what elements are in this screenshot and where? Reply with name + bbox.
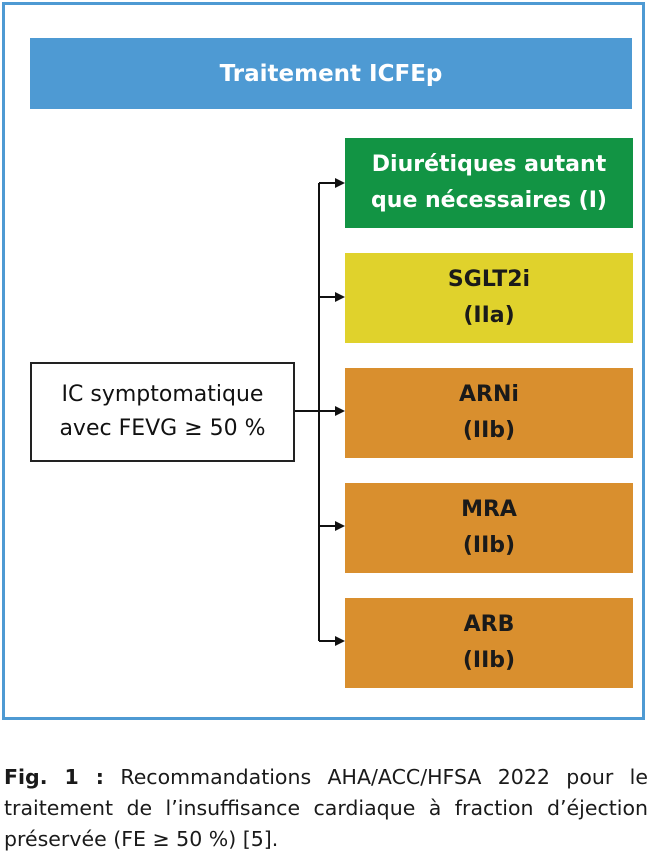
- treatment-name: MRA: [461, 497, 517, 522]
- source-line-2: avec FEVG ≥ 50 %: [59, 416, 266, 441]
- connector-lines: [295, 178, 345, 646]
- treatment-name: SGLT2i: [447, 267, 531, 292]
- diagram-title: Traitement ICFEp: [30, 38, 632, 109]
- treatment-arni: ARNi (IIb): [345, 368, 633, 458]
- figure-frame: [2, 2, 645, 720]
- treatment-diuretics: Diurétiques autant que nécessaires (I): [345, 138, 633, 228]
- treatment-mra: MRA (IIb): [345, 483, 633, 573]
- caption-label: Fig. 1 :: [4, 765, 104, 789]
- caption-text: Recommandations AHA/ACC/HFSA 2022 pour l…: [4, 765, 648, 851]
- treatment-class: que nécessaires (I): [371, 188, 607, 213]
- treatment-arb: ARB (IIb): [345, 598, 633, 688]
- treatment-name: Diurétiques autant: [371, 152, 607, 177]
- treatment-name: ARNi: [459, 382, 519, 407]
- figure-caption: Fig. 1 : Recommandations AHA/ACC/HFSA 20…: [4, 762, 648, 855]
- treatment-class: (IIa): [463, 303, 515, 328]
- treatment-class: (IIb): [462, 648, 516, 673]
- treatment-sglt2i: SGLT2i (IIa): [345, 253, 633, 343]
- source-line-1: IC symptomatique: [61, 382, 264, 407]
- treatment-class: (IIb): [462, 533, 516, 558]
- treatment-class: (IIb): [462, 418, 516, 443]
- treatment-name: ARB: [463, 612, 515, 637]
- diagram-title-text: Traitement ICFEp: [219, 60, 443, 87]
- source-box: IC symptomatique avec FEVG ≥ 50 %: [30, 362, 295, 462]
